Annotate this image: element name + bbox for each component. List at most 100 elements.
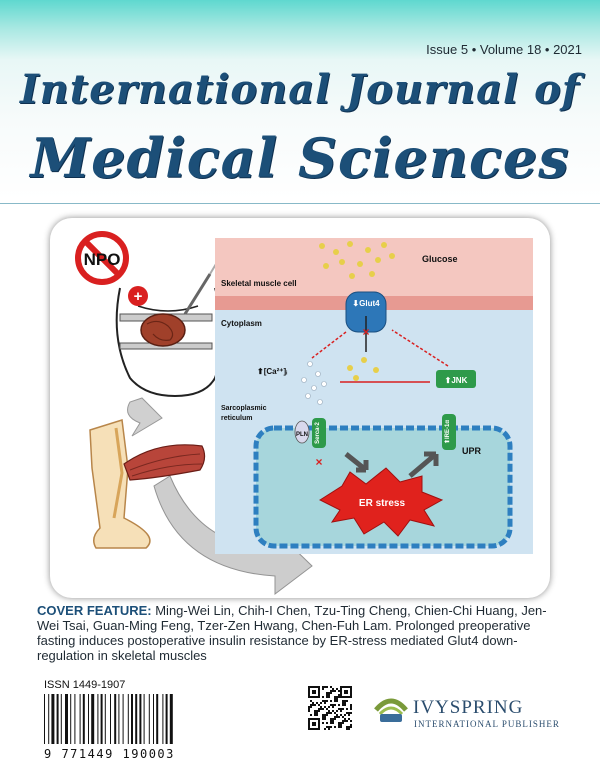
qr-module xyxy=(344,702,346,704)
qr-module xyxy=(320,702,322,704)
barcode-number: 9 771449 190003 xyxy=(44,747,175,761)
qr-module xyxy=(332,704,334,706)
qr-module xyxy=(316,702,318,704)
cover-feature-text: COVER FEATURE: Ming-Wei Lin, Chih-I Chen… xyxy=(37,603,565,663)
ire-label: ⬆IRE-1α xyxy=(444,420,451,444)
qr-module xyxy=(330,720,332,722)
qr-module xyxy=(334,696,336,698)
qr-module xyxy=(326,696,328,698)
arrow-down-icon xyxy=(127,397,163,437)
qr-module xyxy=(344,714,346,716)
qr-module xyxy=(350,706,352,708)
publisher-subtitle: INTERNATIONAL PUBLISHER xyxy=(414,719,560,729)
qr-module xyxy=(322,696,324,698)
qr-module xyxy=(324,718,326,720)
qr-module xyxy=(314,712,316,714)
barcode-bar xyxy=(79,694,81,744)
qr-module xyxy=(340,726,342,728)
qr-module xyxy=(330,712,332,714)
npo-label: NPO xyxy=(84,250,121,269)
qr-module xyxy=(336,716,338,718)
arrow-icon xyxy=(408,451,439,478)
qr-module xyxy=(350,726,352,728)
qr-module xyxy=(326,708,328,710)
pln-label: PLN xyxy=(296,432,308,438)
qr-module xyxy=(320,706,322,708)
qr-module xyxy=(326,700,328,702)
publisher-name: IVYSPRING xyxy=(413,697,524,718)
barcode-bar xyxy=(104,694,106,744)
svg-text:×: × xyxy=(315,455,322,469)
qr-module xyxy=(334,704,336,706)
qr-module xyxy=(346,700,348,702)
barcode-bar xyxy=(135,694,138,744)
qr-module xyxy=(338,722,340,724)
qr-module xyxy=(332,710,334,712)
barcode-bar xyxy=(44,694,45,744)
qr-module xyxy=(348,726,350,728)
qr-module xyxy=(346,708,348,710)
qr-module xyxy=(332,718,334,720)
qr-module xyxy=(334,726,336,728)
qr-module xyxy=(338,716,340,718)
qr-module xyxy=(326,692,328,694)
patient-torso-illustration: + xyxy=(115,263,224,398)
barcode xyxy=(44,694,173,744)
qr-module xyxy=(314,714,316,716)
qr-module xyxy=(314,710,316,712)
qr-module xyxy=(350,724,352,726)
qr-module xyxy=(350,708,352,710)
qr-module xyxy=(334,700,336,702)
qr-module xyxy=(336,710,338,712)
qr-module xyxy=(330,726,332,728)
qr-module xyxy=(308,710,310,712)
qr-module xyxy=(334,712,336,714)
barcode-bar xyxy=(100,694,103,744)
qr-module xyxy=(316,714,318,716)
qr-module xyxy=(334,716,336,718)
jnk-label: ⬆JNK xyxy=(445,376,468,385)
qr-module xyxy=(324,706,326,708)
barcode-bar xyxy=(156,694,159,744)
qr-module xyxy=(316,712,318,714)
barcode-bar xyxy=(143,694,145,744)
barcode-bar xyxy=(165,694,168,744)
qr-module xyxy=(342,700,344,702)
qr-module xyxy=(326,712,328,714)
barcode-bar xyxy=(139,694,142,744)
qr-module xyxy=(324,700,326,702)
qr-module xyxy=(310,700,312,702)
glucose-label: Glucose xyxy=(422,254,458,264)
qr-module xyxy=(314,704,316,706)
qr-module xyxy=(330,700,332,702)
qr-module xyxy=(324,686,326,688)
qr-code[interactable] xyxy=(307,685,353,731)
qr-module xyxy=(312,702,314,704)
qr-module xyxy=(324,702,326,704)
qr-module xyxy=(326,694,328,696)
qr-module xyxy=(310,704,312,706)
barcode-bar xyxy=(74,694,76,744)
leg-muscle-illustration xyxy=(89,419,206,549)
qr-module xyxy=(334,718,336,720)
qr-module xyxy=(322,714,324,716)
qr-module xyxy=(340,722,342,724)
qr-module xyxy=(340,710,342,712)
qr-module xyxy=(322,700,324,702)
qr-module xyxy=(330,686,332,688)
qr-module xyxy=(308,708,310,710)
qr-module xyxy=(318,710,320,712)
qr-module xyxy=(308,706,310,708)
qr-module xyxy=(348,714,350,716)
barcode-bar xyxy=(56,694,59,744)
issue-info: Issue 5 • Volume 18 • 2021 xyxy=(426,42,582,57)
qr-module xyxy=(342,716,344,718)
qr-module xyxy=(332,688,334,690)
barcode-bar xyxy=(169,694,173,744)
skeletal-muscle-cell-label: Skeletal muscle cell xyxy=(221,279,297,288)
qr-module xyxy=(322,708,324,710)
qr-module xyxy=(330,690,332,692)
qr-module xyxy=(328,694,330,696)
barcode-bar xyxy=(97,694,99,744)
qr-module xyxy=(332,706,334,708)
